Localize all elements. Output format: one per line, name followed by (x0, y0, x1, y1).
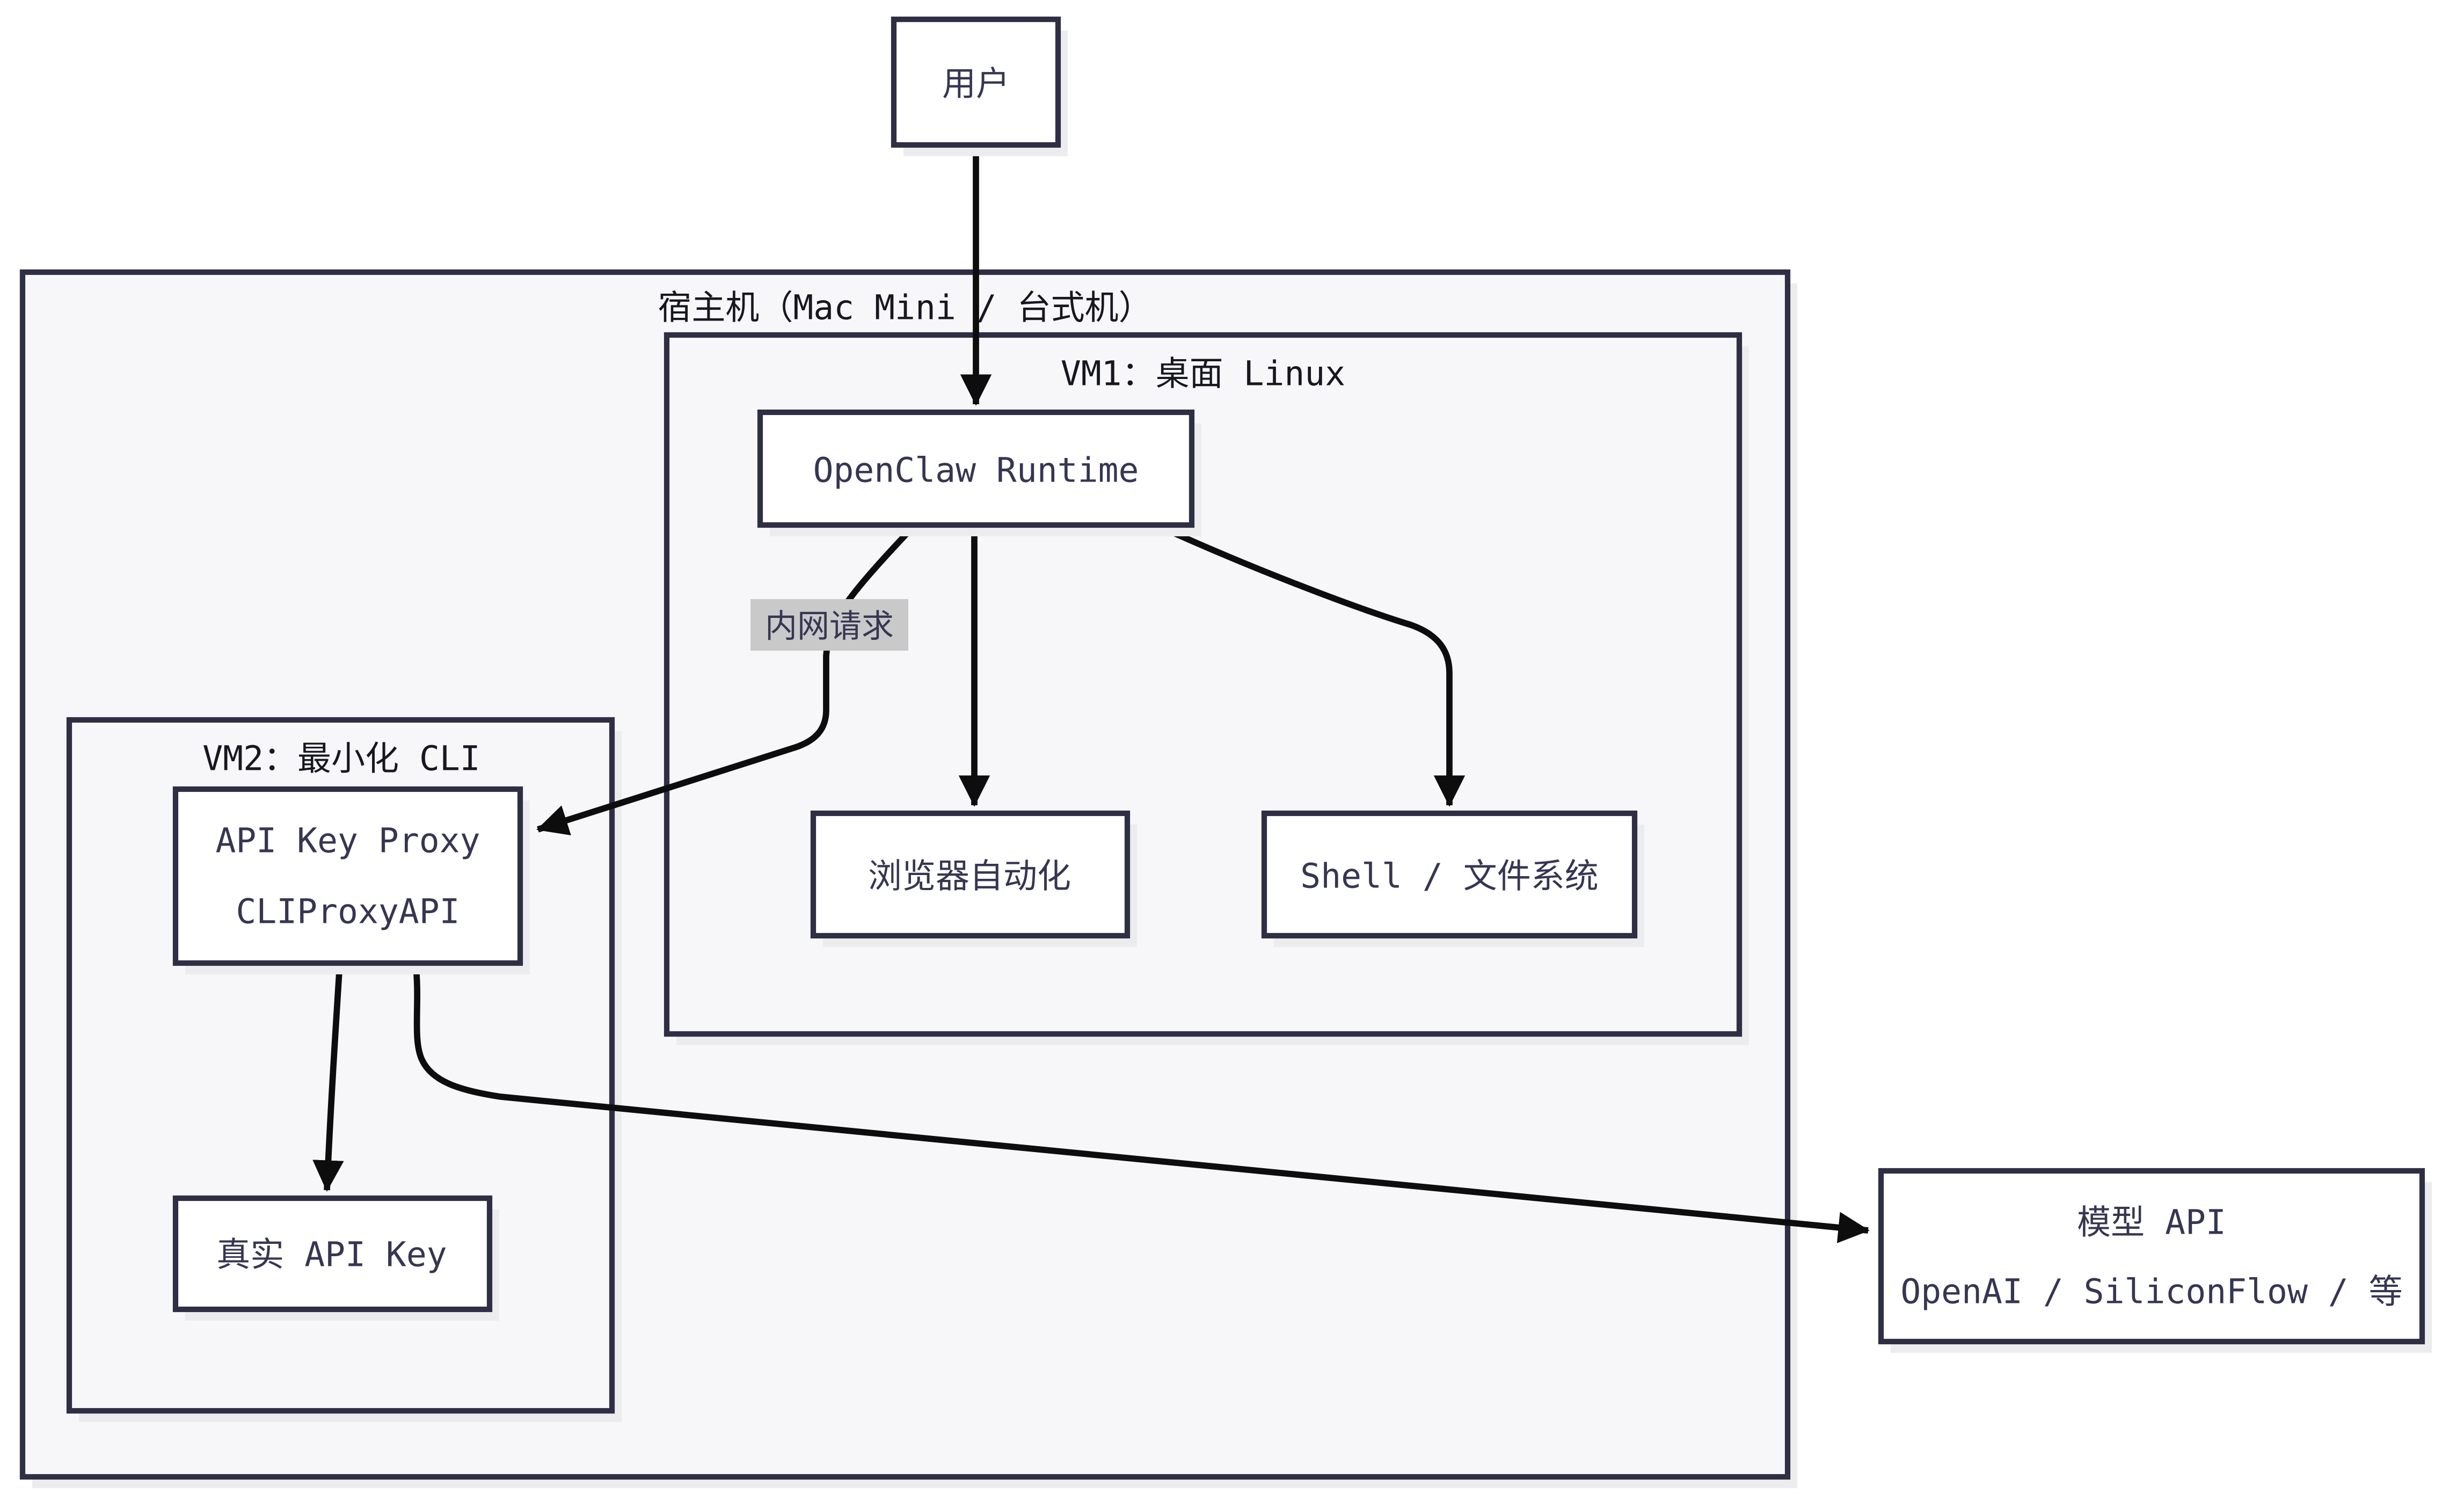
node-user-box (891, 16, 1061, 148)
node-real-key-label: 真实 API Key (216, 1235, 447, 1274)
edge-label-intranet-text: 内网请求 (765, 608, 894, 645)
cluster-vm1-label: VM1：桌面 Linux (1061, 354, 1345, 394)
edge-label-intranet: 内网请求 (750, 599, 908, 651)
node-api-proxy-box (172, 786, 523, 966)
cluster-host-label: 宿主机（Mac Mini / 台式机） (658, 288, 1152, 327)
node-shell-label: Shell / 文件系统 (1300, 857, 1598, 896)
node-shell: Shell / 文件系统 (1261, 810, 1644, 947)
edge-apiproxy-to-realkey (312, 963, 344, 1192)
node-user: 用户 (891, 16, 1068, 156)
node-api-proxy: API Key Proxy CLIProxyAPI (172, 786, 530, 974)
node-browser: 浏览器自动化 (810, 810, 1137, 947)
node-real-key-box (172, 1195, 493, 1313)
node-openclaw-label: OpenClaw Runtime (813, 451, 1139, 490)
edge-apiproxy-to-modelapi (412, 963, 1870, 1243)
node-shell-box (1261, 810, 1638, 939)
edge-openclaw-to-shell (1155, 522, 1466, 807)
node-browser-label: 浏览器自动化 (868, 857, 1071, 896)
node-browser-box (810, 810, 1131, 939)
node-api-proxy-label-line2: CLIProxyAPI (236, 892, 460, 931)
node-api-proxy-label-line1: API Key Proxy (215, 821, 480, 861)
node-model-api-label-line2: OpenAI / SiliconFlow / 等 (1900, 1272, 2402, 1311)
node-model-api: 模型 API OpenAI / SiliconFlow / 等 (1878, 1168, 2432, 1353)
node-user-label: 用户 (942, 64, 1010, 104)
edge-label-intranet-bg (750, 599, 908, 651)
node-openclaw: OpenClaw Runtime (757, 409, 1201, 536)
node-model-api-box (1878, 1168, 2425, 1345)
node-openclaw-box (757, 409, 1195, 528)
node-real-key: 真实 API Key (172, 1195, 499, 1321)
cluster-vm2-label: VM2：最小化 CLI (202, 739, 480, 778)
node-model-api-label-line1: 模型 API (2077, 1203, 2226, 1242)
